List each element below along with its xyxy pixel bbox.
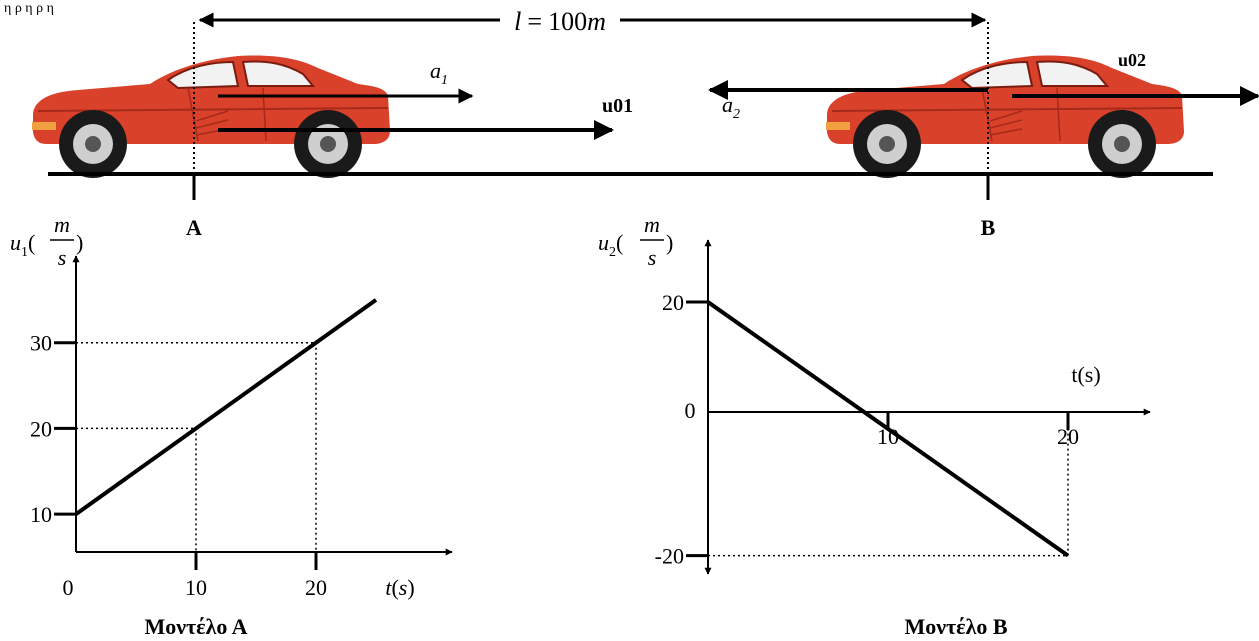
chart-b-title: Μοντέλο Β: [904, 614, 1007, 639]
chart-b-ytick-label-1: -20: [655, 544, 684, 569]
chart-a-xlabel: t(s): [385, 575, 414, 600]
accel-2-label: a2: [722, 92, 740, 122]
accel-1-label: a1: [430, 58, 448, 88]
chart-b-series-line-0: [706, 300, 1070, 558]
distance-label: l=100m: [514, 7, 606, 36]
chart-model-b: 20 -20 10 20 u2( m s ) t(s) 0 Μοντέλο Β: [598, 212, 1151, 639]
chart-a-series-line-0: [74, 298, 378, 516]
chart-b-ylabel: u2(: [598, 230, 623, 260]
chart-b-origin-label: 0: [685, 398, 696, 423]
velocity-1-label: u01: [602, 95, 633, 117]
chart-a-ytick-label-0: 10: [30, 502, 52, 527]
chart-a-title: Μοντέλο Α: [144, 614, 247, 639]
chart-b-xtick-label-1: 20: [1057, 424, 1079, 449]
car-b-icon: [825, 54, 1185, 179]
car-a-icon: [31, 54, 391, 179]
chart-a-xtick-label-0: 10: [185, 575, 207, 600]
chart-b-ylabel-close: ): [666, 230, 673, 255]
point-a-label: A: [186, 215, 202, 240]
chart-a-xtick-label-1: 20: [305, 575, 327, 600]
chart-b-ylabel-num: m: [644, 212, 660, 237]
velocity-2-label: u02: [1118, 50, 1146, 70]
chart-b-xtick-label-0: 10: [877, 424, 899, 449]
chart-b-ytick-label-0: 20: [662, 290, 684, 315]
chart-model-a: 10 20 30 10 20 u1( m s ) t(s) 0 Μοντέλο Α: [10, 212, 453, 639]
chart-a-ylabel-close: ): [76, 230, 83, 255]
chart-a-ylabel-den: s: [58, 245, 67, 270]
chart-a-ylabel-num: m: [54, 212, 70, 237]
chart-a-ytick-label-1: 20: [30, 416, 52, 441]
chart-a-ylabel: u1(: [10, 230, 35, 260]
chart-a-origin-label: 0: [63, 575, 74, 600]
header-fragment: η ρ η ρ η: [4, 1, 54, 16]
chart-b-ylabel-den: s: [648, 245, 657, 270]
chart-a-ytick-label-2: 30: [30, 331, 52, 356]
chart-b-xlabel: t(s): [1071, 362, 1100, 387]
point-b-label: B: [981, 215, 996, 240]
